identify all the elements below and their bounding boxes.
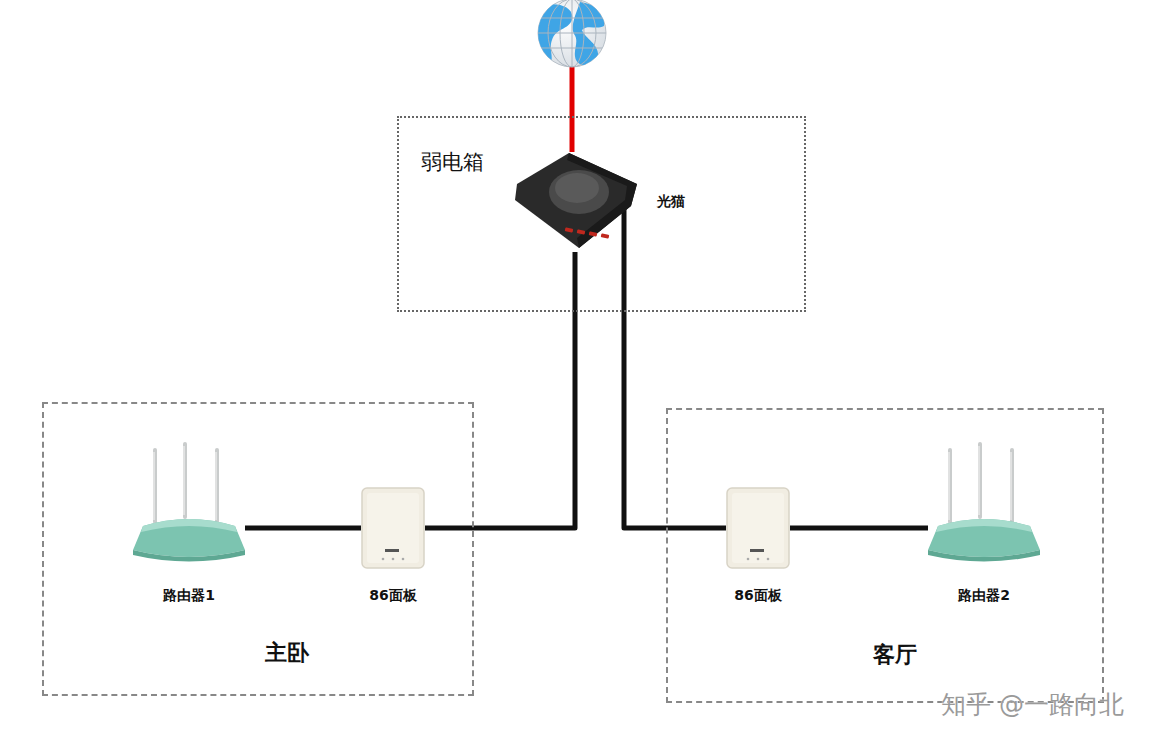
- node-label: 客厅: [873, 640, 917, 670]
- room-region: 主卧 路由器1 86面板: [42, 402, 474, 696]
- room-region: 客厅 86面板 路由器2: [666, 408, 1104, 703]
- router: 路由器2: [928, 442, 1040, 607]
- node-label: 光猫: [657, 193, 685, 211]
- node-label: 86面板: [369, 587, 416, 605]
- network-cable: [624, 252, 726, 528]
- node-label: 路由器2: [958, 587, 1010, 605]
- cabinet-region: 弱电箱光猫: [397, 116, 806, 312]
- network-cable: [790, 526, 928, 531]
- watermark: 知乎 @一路向北: [941, 688, 1124, 721]
- node-label: 86面板: [734, 587, 781, 605]
- router: 路由器1: [133, 442, 245, 607]
- node-label: 主卧: [265, 638, 309, 668]
- fiber-line: [570, 66, 575, 152]
- network-cable: [245, 526, 361, 531]
- wall-panel: 86面板: [726, 484, 790, 607]
- wall-panel: 86面板: [361, 484, 425, 607]
- network-cable: [425, 252, 575, 528]
- optical-modem: 光猫: [507, 148, 707, 252]
- globe-land: [530, 0, 606, 68]
- node-label: 弱电箱: [421, 148, 484, 176]
- node-label: 路由器1: [163, 587, 215, 605]
